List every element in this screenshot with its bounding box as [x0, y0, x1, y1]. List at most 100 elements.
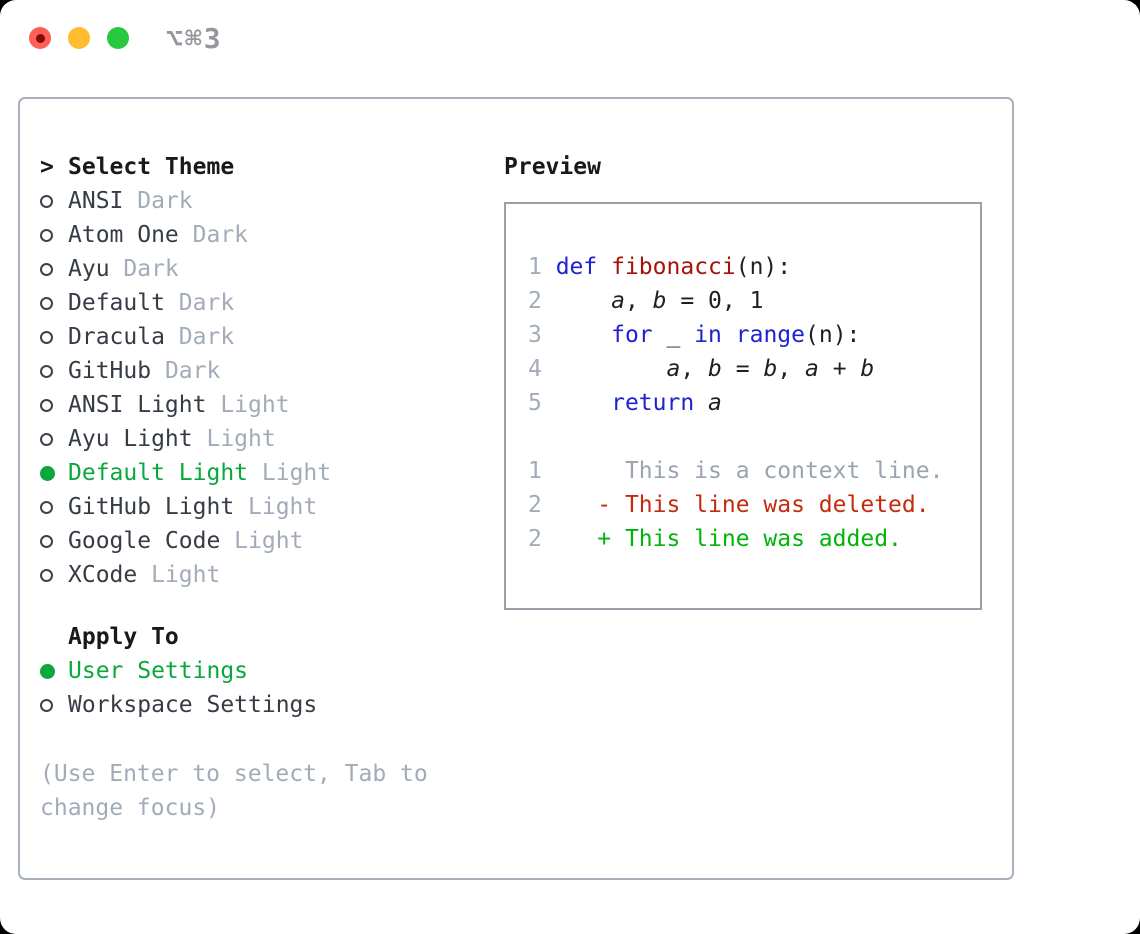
code-segment-plain: ,: [777, 356, 806, 382]
theme-option-default-light[interactable]: Default Light Light: [40, 456, 486, 490]
code-segment-added: + This line was added.: [555, 526, 902, 552]
line-number: 2: [528, 526, 556, 552]
theme-name: GitHub Light: [68, 494, 249, 520]
minimize-button[interactable]: [68, 27, 90, 49]
theme-variant-label: Dark: [178, 290, 235, 316]
line-number: 5: [528, 390, 556, 416]
theme-option-xcode[interactable]: XCode Light: [40, 558, 486, 592]
code-segment-plain: _: [652, 322, 695, 348]
code-segment-variable: a: [708, 390, 722, 416]
theme-option-google-code[interactable]: Google Code Light: [40, 524, 486, 558]
theme-variant-label: Light: [220, 392, 290, 418]
code-segment-plain: (n):: [805, 322, 861, 348]
radio-icon: [40, 490, 68, 524]
apply-option-label: Workspace Settings: [68, 692, 318, 718]
theme-variant-label: Dark: [178, 324, 235, 350]
code-segment-function: fibonacci: [611, 254, 736, 280]
select-theme-title: Select Theme: [68, 154, 235, 180]
radio-icon: [40, 422, 68, 456]
theme-name: Dracula: [68, 324, 179, 350]
apply-option-workspace-settings[interactable]: Workspace Settings: [40, 688, 486, 722]
code-segment-keyword: in: [694, 322, 722, 348]
theme-name: XCode: [68, 562, 152, 588]
code-segment-keyword: for: [611, 322, 653, 348]
theme-name: Atom One: [68, 222, 193, 248]
theme-name: Default: [68, 290, 179, 316]
keyboard-hint: (Use Enter to select, Tab to change focu…: [40, 761, 428, 821]
radio-icon: [40, 388, 68, 422]
apply-to-header-row: Apply To: [40, 620, 486, 654]
line-number: 1: [528, 254, 556, 280]
theme-name: ANSI Light: [68, 392, 221, 418]
apply-option-user-settings[interactable]: User Settings: [40, 654, 486, 688]
radio-icon: [40, 558, 68, 592]
code-line: 1 def fibonacci(n):: [528, 250, 980, 284]
theme-option-default[interactable]: Default Dark: [40, 286, 486, 320]
theme-variant-label: Dark: [137, 188, 193, 214]
code-segment-plain: +: [818, 356, 861, 382]
theme-name: ANSI: [68, 188, 138, 214]
code-segment-plain: [556, 356, 667, 382]
code-line: 5 return a: [528, 386, 980, 420]
select-theme-header-row: > Select Theme: [40, 150, 486, 184]
theme-name: Ayu: [68, 256, 124, 282]
code-line: [528, 420, 980, 454]
code-segment-plain: [722, 322, 736, 348]
close-button[interactable]: [29, 27, 51, 49]
theme-variant-label: Dark: [123, 256, 179, 282]
theme-variant-label: Light: [206, 426, 276, 452]
code-segment-variable: b: [652, 288, 667, 314]
theme-variant-label: Light: [248, 494, 318, 520]
theme-name: Ayu Light: [68, 426, 207, 452]
code-segment-plain: [597, 254, 611, 280]
code-line: 2 a, b = 0, 1: [528, 284, 980, 318]
code-segment-keyword: def: [555, 254, 598, 280]
code-segment-plain: ,: [680, 356, 709, 382]
unsaved-dot-icon: [35, 33, 45, 43]
code-segment-plain: [694, 390, 708, 416]
theme-option-ayu-light[interactable]: Ayu Light Light: [40, 422, 486, 456]
theme-name: Default Light: [68, 460, 262, 486]
code-line: 2 - This line was deleted.: [528, 488, 980, 522]
code-segment-plain: [556, 288, 611, 314]
radio-icon: [40, 286, 68, 320]
radio-selected-icon: [40, 654, 68, 688]
apply-to-marker-space: [40, 620, 68, 654]
theme-name: GitHub: [68, 358, 165, 384]
theme-option-github[interactable]: GitHub Dark: [40, 354, 486, 388]
code-segment-plain: (n):: [735, 254, 792, 280]
radio-icon: [40, 252, 68, 286]
code-segment-deleted: - This line was deleted.: [555, 492, 930, 518]
theme-variant-label: Dark: [164, 358, 221, 384]
radio-icon: [40, 184, 68, 218]
theme-option-ayu[interactable]: Ayu Dark: [40, 252, 486, 286]
apply-to-title: Apply To: [68, 624, 179, 650]
theme-option-atom-one[interactable]: Atom One Dark: [40, 218, 486, 252]
preview-title: Preview: [504, 154, 601, 180]
title-bar: ⌥⌘3: [0, 0, 1140, 76]
theme-variant-label: Dark: [192, 222, 249, 248]
radio-selected-icon: [40, 456, 68, 490]
code-segment-variable: a: [805, 356, 819, 382]
theme-option-dracula[interactable]: Dracula Dark: [40, 320, 486, 354]
traffic-lights: [29, 27, 129, 49]
line-number: 3: [528, 322, 556, 348]
code-segment-plain: =: [721, 356, 764, 382]
code-segment-plain: = 0, 1: [666, 288, 764, 314]
theme-option-github-light[interactable]: GitHub Light Light: [40, 490, 486, 524]
code-segment-variable: b: [860, 356, 875, 382]
theme-option-ansi-light[interactable]: ANSI Light Light: [40, 388, 486, 422]
code-segment-keyword: return: [611, 390, 695, 416]
code-segment-context: This is a context line.: [555, 458, 944, 484]
radio-icon: [40, 354, 68, 388]
zoom-button[interactable]: [107, 27, 129, 49]
theme-option-ansi[interactable]: ANSI Dark: [40, 184, 486, 218]
radio-icon: [40, 524, 68, 558]
theme-name: Google Code: [68, 528, 235, 554]
window-title: ⌥⌘3: [166, 22, 223, 55]
code-segment-variable: b: [708, 356, 722, 382]
